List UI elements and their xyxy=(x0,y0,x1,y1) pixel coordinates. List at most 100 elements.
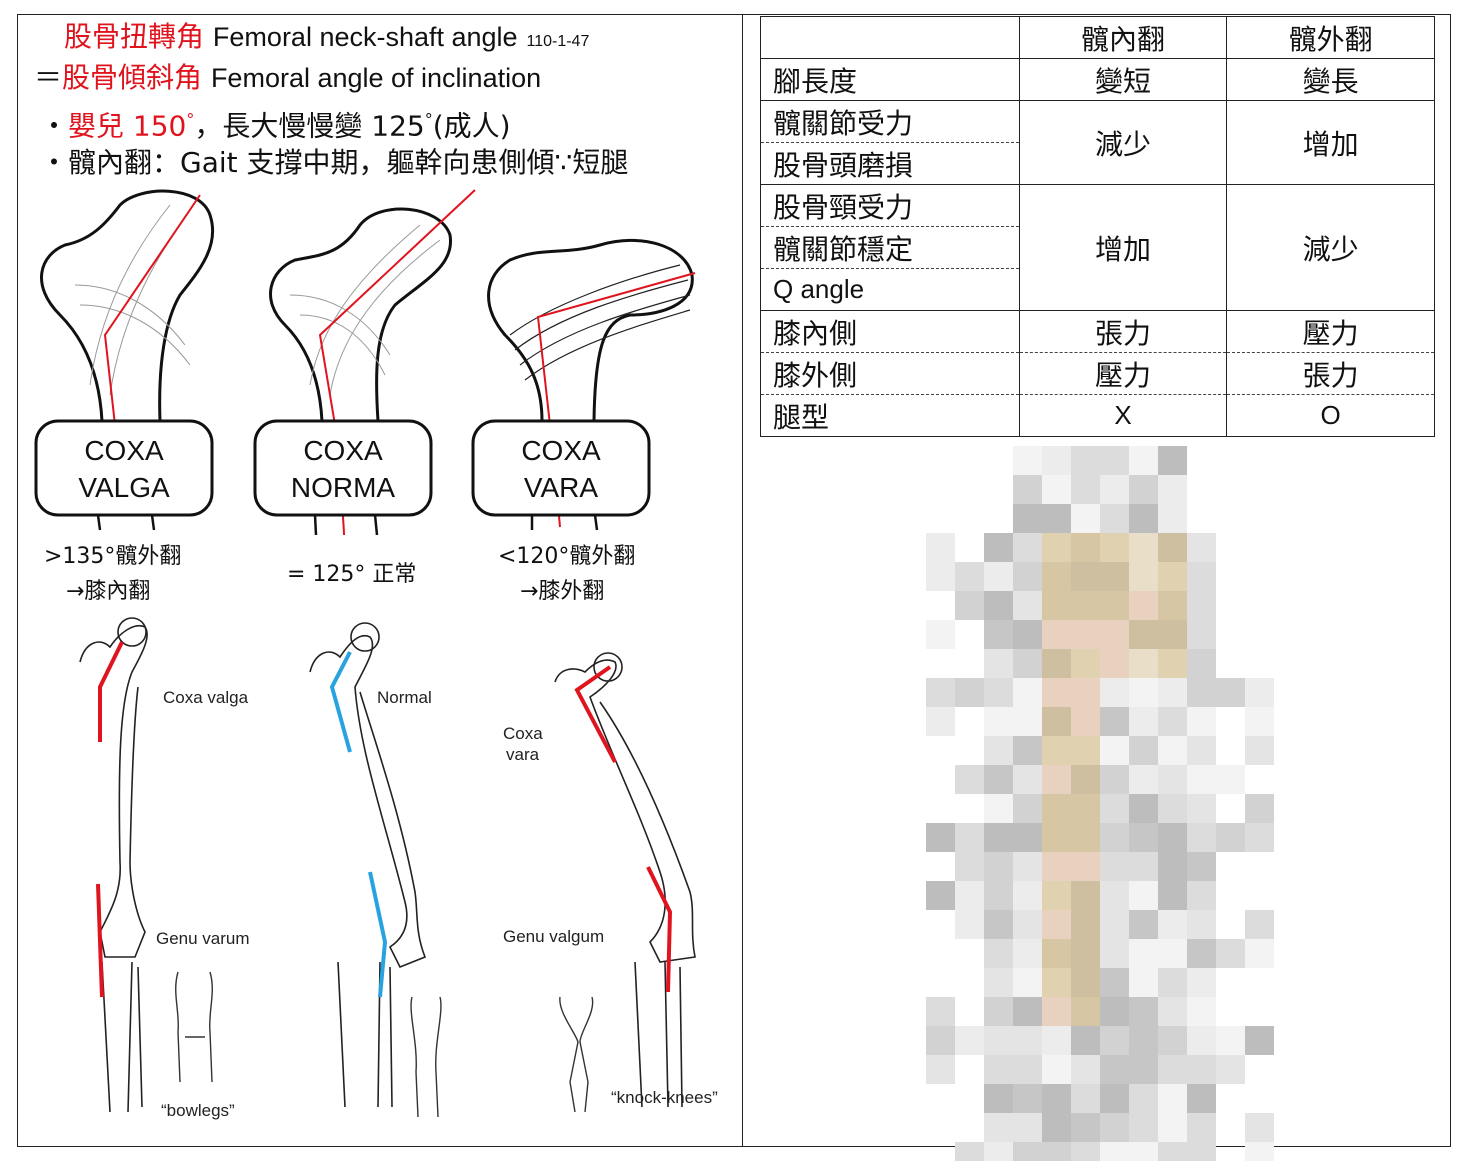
mosaic-tile xyxy=(1042,939,1071,968)
knock-knees-label: “knock-knees” xyxy=(611,1088,718,1107)
mosaic-tile xyxy=(984,794,1013,823)
mosaic-tile xyxy=(1013,504,1042,533)
mosaic-tile xyxy=(1129,1055,1158,1084)
mosaic-tile xyxy=(1216,823,1245,852)
table-row: 髖關節受力 減少 增加 xyxy=(760,100,1435,185)
mosaic-tile xyxy=(1013,765,1042,794)
mosaic-tile xyxy=(1100,823,1129,852)
mosaic-tile xyxy=(1100,678,1129,707)
mosaic-tile xyxy=(1042,533,1071,562)
mosaic-tile xyxy=(984,1142,1013,1161)
page-frame xyxy=(17,14,1451,1147)
column-divider xyxy=(742,14,743,1147)
mosaic-tile xyxy=(1129,562,1158,591)
vara-femur xyxy=(554,659,696,963)
mosaic-tile xyxy=(1158,620,1187,649)
row-label: 膝內側 xyxy=(760,310,1020,353)
row-outer-value: 張力 xyxy=(1226,352,1435,395)
bullet: ・ xyxy=(40,109,69,143)
adult-note: (成人) xyxy=(432,109,511,143)
mosaic-tile xyxy=(1100,881,1129,910)
mosaic-tile xyxy=(1158,475,1187,504)
mosaic-tile xyxy=(1245,823,1274,852)
mosaic-tile xyxy=(1100,1142,1129,1161)
mosaic-tile xyxy=(926,678,955,707)
mosaic-tile xyxy=(926,881,955,910)
mosaic-tile xyxy=(1129,910,1158,939)
mosaic-tile xyxy=(1013,1055,1042,1084)
mosaic-tile xyxy=(984,852,1013,881)
mosaic-tile xyxy=(1187,620,1216,649)
mosaic-tile xyxy=(1013,475,1042,504)
mosaic-tile xyxy=(955,1142,984,1161)
mosaic-tile xyxy=(1187,707,1216,736)
mosaic-tile xyxy=(1042,736,1071,765)
row-label: 股骨頭磨損 xyxy=(760,142,1020,185)
mosaic-tile xyxy=(1158,1142,1187,1161)
normal-femoral-head xyxy=(350,622,380,652)
table-header-row: 髖內翻 髖外翻 xyxy=(760,16,1435,59)
mosaic-tile xyxy=(926,1026,955,1055)
mosaic-tile xyxy=(1129,1113,1158,1142)
mosaic-tile xyxy=(1187,678,1216,707)
mosaic-tile xyxy=(1100,997,1129,1026)
mosaic-tile xyxy=(1071,1142,1100,1161)
mosaic-tile xyxy=(1100,1055,1129,1084)
row-outer-value: 變長 xyxy=(1226,58,1435,101)
mosaic-tile xyxy=(1129,1084,1158,1113)
mosaic-tile xyxy=(926,997,955,1026)
mosaic-tile xyxy=(926,707,955,736)
header-line-2: ＝股骨傾斜角 Femoral angle of inclination xyxy=(34,61,541,95)
mosaic-tile xyxy=(1071,910,1100,939)
mosaic-tile xyxy=(955,881,984,910)
mosaic-tile xyxy=(1100,736,1129,765)
mosaic-tile xyxy=(1129,1142,1158,1161)
mosaic-tile xyxy=(1216,939,1245,968)
valga-axis xyxy=(103,194,201,426)
mosaic-tile xyxy=(1100,707,1129,736)
mosaic-tile xyxy=(1042,997,1071,1026)
mosaic-tile xyxy=(1100,1026,1129,1055)
valga-label-2: VALGA xyxy=(78,472,170,503)
row-label: Q angle xyxy=(760,268,1020,311)
mosaic-tile xyxy=(1158,910,1187,939)
equals-sign: ＝ xyxy=(34,61,63,94)
mosaic-tile xyxy=(1042,475,1071,504)
mosaic-tile xyxy=(984,1113,1013,1142)
table-header-coxa-vara: 髖內翻 xyxy=(1018,16,1228,59)
mosaic-tile xyxy=(1129,707,1158,736)
mosaic-tile xyxy=(984,533,1013,562)
mosaic-tile xyxy=(1042,1026,1071,1055)
table-row: 股骨頸受力 增加 減少 xyxy=(760,184,1435,311)
mosaic-tile xyxy=(1158,881,1187,910)
mosaic-tile xyxy=(1013,707,1042,736)
mosaic-tile xyxy=(1100,504,1129,533)
mosaic-tile xyxy=(984,678,1013,707)
mosaic-tile xyxy=(1187,533,1216,562)
mosaic-tile xyxy=(1042,1113,1071,1142)
mosaic-tile xyxy=(984,736,1013,765)
mosaic-tile xyxy=(1158,823,1187,852)
neck-shaft-angle-en: Femoral neck-shaft angle xyxy=(212,22,518,52)
mosaic-tile xyxy=(984,910,1013,939)
coxa-vara-gait-note: 髖內翻：Gait 支撐中期，軀幹向患側傾∵短腿 xyxy=(68,146,629,179)
exam-code: 110-1-47 xyxy=(526,33,590,50)
mosaic-tile xyxy=(1013,997,1042,1026)
mosaic-tile xyxy=(1100,446,1129,475)
norma-caption: = 125° 正常 xyxy=(287,562,417,587)
table-row: 髖關節穩定 xyxy=(760,226,1435,269)
mosaic-tile xyxy=(1187,591,1216,620)
genu-valgum-label: Genu valgum xyxy=(503,927,605,946)
mosaic-tile xyxy=(1129,1026,1158,1055)
mosaic-tile xyxy=(984,765,1013,794)
row-inner-value: 增加 xyxy=(1018,184,1228,311)
norma-femur-outline xyxy=(269,207,453,422)
valga-knee-axis xyxy=(96,883,104,998)
mosaic-tile xyxy=(1100,562,1129,591)
mosaic-tile xyxy=(1158,591,1187,620)
row-inner-value: 壓力 xyxy=(1018,352,1228,395)
header-line-4: ・髖內翻：Gait 支撐中期，軀幹向患側傾∵短腿 xyxy=(40,146,628,180)
mosaic-tile xyxy=(1013,852,1042,881)
mosaic-tile xyxy=(1129,446,1158,475)
vara-knee-axis xyxy=(646,866,673,993)
